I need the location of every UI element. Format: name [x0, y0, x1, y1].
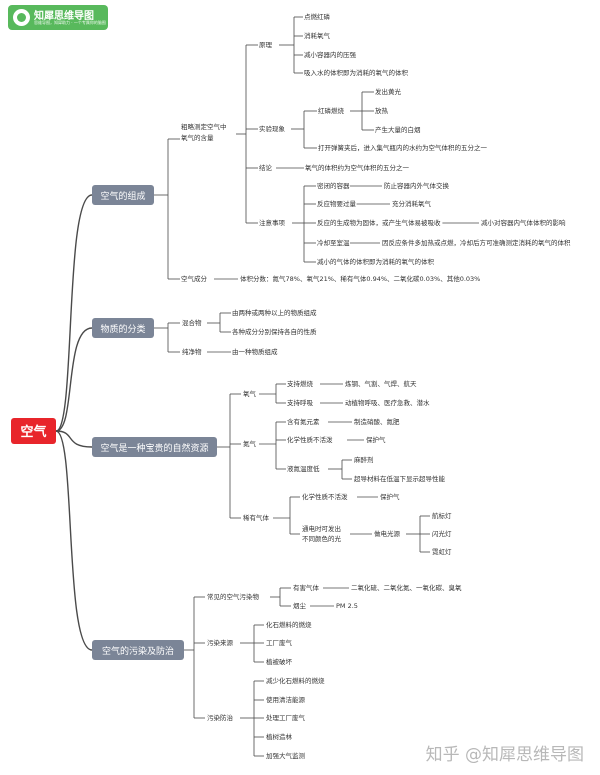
branch-node-2[interactable] [92, 318, 154, 338]
node-noble-gas: 稀有气体 [243, 513, 270, 522]
leaf-note-4: 因反应条件多加热或点燃，冷却后方可准确测定消耗的氧气的体积 [382, 238, 571, 247]
leaf-conclusion: 氧气的体积约为空气体积的五分之一 [305, 163, 410, 172]
branch-node-1[interactable] [92, 185, 154, 205]
rhino-logo-icon [13, 9, 30, 26]
node-nitrogen-prop-2: 化学性质不活泼 [287, 435, 333, 444]
node-principle: 原理 [259, 41, 273, 49]
branch-label-2: 物质的分类 [100, 323, 145, 335]
leaf-note-2: 充分消耗氧气 [392, 199, 432, 208]
brand-subtitle: 思维导图，知犀助力 · 一个专属你的脑图 [34, 20, 106, 25]
node-note-1: 密闭的容器 [317, 181, 350, 190]
root-curve-2 [55, 327, 93, 432]
leaf-burning-3: 产生大量的白烟 [375, 125, 421, 134]
leaf-principle-1: 点燃红磷 [304, 12, 331, 21]
node-air-composition: 空气成分 [181, 274, 208, 283]
node-pollution-3: 污染防治 [207, 713, 234, 722]
leaf-principle-4: 吸入水的体积即为消耗的氧气的体积 [304, 68, 409, 77]
node-note-5: 减小的气体的体积即为消耗的氧气的体积 [317, 257, 435, 266]
node-harmful-gas: 有害气体 [293, 583, 320, 592]
leaf-light-2: 闪光灯 [432, 529, 452, 538]
node-noble-light-line-1: 通电时可发出 [302, 524, 341, 533]
node-pure-substance: 纯净物 [182, 347, 202, 356]
node-oxygen-use-1: 支持燃烧 [287, 379, 314, 388]
leaf-prevention-2: 使用清洁能源 [266, 695, 306, 704]
leaf-mixture-1: 由两种或两种以上的物质组成 [232, 308, 317, 317]
brand-badge: 知犀思维导图 思维导图，知犀助力 · 一个专属你的脑图 [8, 5, 108, 30]
leaf-prevention-5: 加强大气监测 [266, 751, 306, 760]
leaf-source-1: 化石燃料的燃烧 [266, 620, 312, 629]
node-note-4: 冷却至室温 [317, 238, 350, 247]
leaf-burning-1: 发出黄光 [375, 87, 402, 96]
node-noble-light-line-2: 不同颜色的光 [302, 534, 342, 543]
node-note-3: 反应的生成物为固体，或产生气体易被吸收 [317, 218, 441, 227]
node-nitrogen-prop-3: 液氮温度低 [287, 464, 320, 473]
watermark: 知乎 @知犀思维导图 [425, 745, 584, 765]
root-node[interactable] [11, 418, 56, 444]
leaf-liquid-nitrogen-2: 超导材料在低温下显示超导性能 [354, 474, 446, 483]
leaf-principle-3: 减小容器内的压强 [304, 50, 357, 59]
leaf-principle-2: 消耗氧气 [304, 31, 331, 40]
leaf-light-1: 航标灯 [432, 511, 452, 520]
node-measure-oxygen-line-2: 氧气的含量 [181, 133, 214, 142]
node-note-2: 反应物要过量 [317, 199, 357, 208]
root-curve-3 [55, 430, 93, 448]
node-notes: 注意事项 [259, 218, 286, 227]
node-nitrogen-prop-1: 含有氮元素 [287, 417, 320, 426]
leaf-pure-1: 由一种物质组成 [232, 347, 278, 356]
leaf-pm25: PM 2.5 [336, 602, 358, 610]
node-conclusion: 结论 [259, 163, 273, 172]
branch-label-1: 空气的组成 [100, 190, 145, 202]
leaf-mixture-2: 各种成分分别保持各自的性质 [232, 327, 317, 336]
node-nitrogen: 氮气 [243, 439, 257, 448]
node-red-phosphorus: 红磷燃烧 [318, 106, 345, 115]
leaf-noble-inert: 保护气 [380, 492, 400, 501]
branch-node-3[interactable] [92, 437, 217, 457]
leaf-nitrogen-1: 制造硝酸、氮肥 [354, 417, 400, 426]
node-oxygen: 氧气 [243, 389, 257, 398]
node-noble-inert: 化学性质不活泼 [302, 492, 348, 501]
leaf-oxygen-use-2: 动植物呼吸、医疗急救、潜水 [345, 398, 430, 407]
leaf-light-3: 霓虹灯 [432, 547, 452, 556]
branch-label-4: 空气的污染及防治 [102, 645, 174, 657]
node-light-source: 做电光源 [374, 529, 401, 538]
root-curve-1 [55, 194, 93, 432]
leaf-prevention-1: 减少化石燃料的燃烧 [266, 676, 325, 685]
node-pollution-2: 污染来源 [207, 638, 234, 647]
leaf-volume-fraction: 体积分数：氮气78%、氧气21%、稀有气体0.94%、二氧化碳0.03%、其他0… [240, 274, 480, 283]
branch-label-3: 空气是一种宝贵的自然资源 [100, 442, 208, 454]
leaf-note-1: 防止容器内外气体交换 [384, 181, 450, 190]
connector-lines [55, 16, 479, 757]
node-smoke-dust: 烟尘 [293, 601, 307, 610]
leaf-phenomenon-water: 打开弹簧夹后，进入集气瓶内的水约为空气体积的五分之一 [318, 143, 488, 152]
node-phenomenon: 实验现象 [259, 124, 286, 133]
leaf-source-2: 工厂废气 [266, 638, 293, 647]
root-curve-4 [55, 430, 93, 651]
leaf-oxygen-use-1: 炼钢、气割、气焊、航天 [345, 379, 417, 388]
leaf-source-3: 植被破坏 [266, 657, 293, 666]
leaf-note-3: 减小对容器内气体体积的影响 [481, 218, 566, 227]
leaf-prevention-4: 植树造林 [266, 732, 293, 741]
node-measure-oxygen-line-1: 粗略测定空气中 [181, 122, 227, 131]
leaf-prevention-3: 处理工厂废气 [266, 713, 306, 722]
leaf-burning-2: 放热 [375, 106, 389, 115]
leaf-nitrogen-2: 保护气 [366, 435, 386, 444]
node-pollution-1: 常见的空气污染物 [207, 592, 260, 601]
branch-node-4[interactable] [92, 640, 184, 660]
root-label: 空气 [20, 424, 46, 440]
node-oxygen-use-2: 支持呼吸 [287, 398, 314, 407]
node-mixture: 混合物 [182, 318, 202, 327]
leaf-harmful-gas: 二氧化硫、二氧化氮、一氧化碳、臭氧 [351, 583, 462, 592]
brand-title: 知犀思维导图 [34, 11, 94, 22]
leaf-liquid-nitrogen-1: 麻醉剂 [354, 455, 374, 464]
